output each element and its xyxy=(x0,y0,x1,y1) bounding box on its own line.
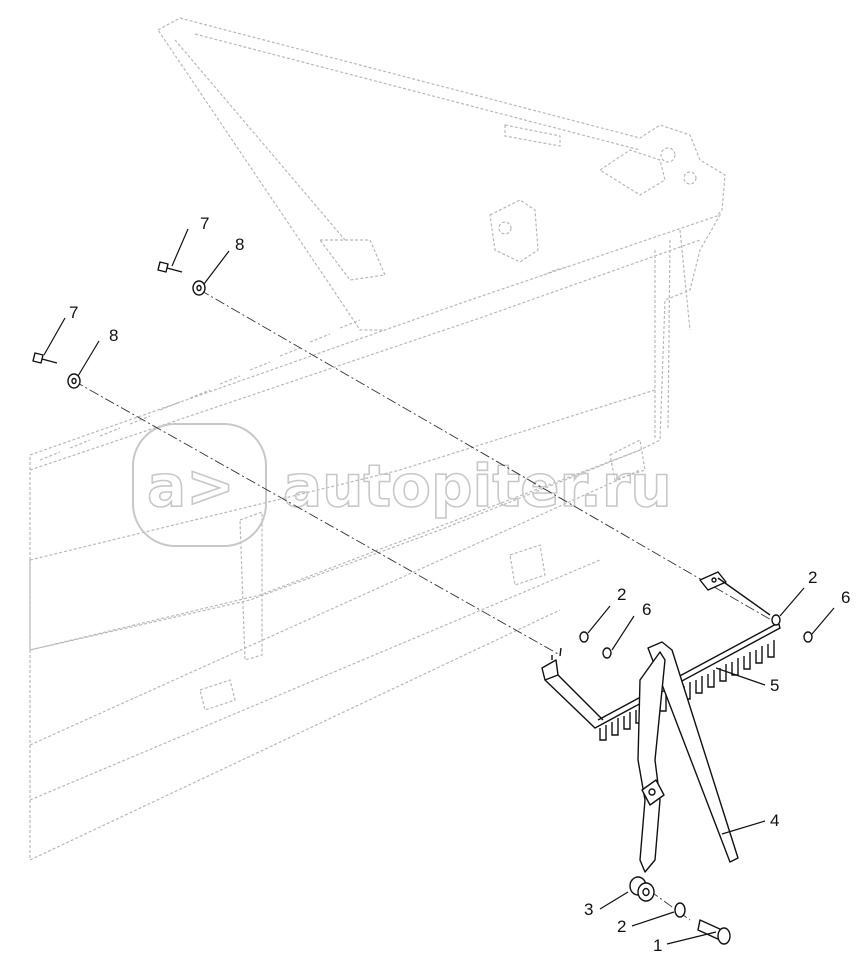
watermark-logo-text: a> xyxy=(147,452,235,520)
callout-2-bolt: 2 xyxy=(617,917,626,936)
bushing-3 xyxy=(629,876,655,902)
divider-rod-part-4 xyxy=(637,641,739,873)
callout-2-left: 2 xyxy=(617,585,626,604)
bolt-7-upper xyxy=(157,261,183,273)
header-frame-ghost xyxy=(29,17,726,861)
leader-lines xyxy=(43,228,835,945)
callout-4: 4 xyxy=(770,811,779,830)
callout-7-lower: 7 xyxy=(69,303,78,322)
washer-2-left xyxy=(579,631,589,643)
bolt-1 xyxy=(697,919,731,945)
watermark: a> autopiter.ru xyxy=(132,423,673,547)
callout-6-left: 6 xyxy=(642,600,651,619)
washer-8-lower xyxy=(67,373,81,389)
callout-8-upper: 8 xyxy=(235,235,244,254)
callout-6-right: 6 xyxy=(841,588,850,607)
washer-8-upper xyxy=(192,280,206,296)
callout-5: 5 xyxy=(770,676,779,695)
bolt-7-lower xyxy=(32,352,58,364)
nut-6-left xyxy=(602,647,612,659)
nut-6-right xyxy=(803,631,813,643)
callout-1: 1 xyxy=(653,936,662,955)
callout-labels: 7 8 7 8 2 6 2 6 5 4 3 2 1 xyxy=(69,214,850,955)
washer-2-right xyxy=(771,614,781,626)
callout-3: 3 xyxy=(584,900,593,919)
callout-2-right: 2 xyxy=(808,568,817,587)
watermark-site-text: autopiter.ru xyxy=(283,452,672,520)
washer-2-bolt xyxy=(674,902,686,918)
callout-7-upper: 7 xyxy=(200,214,209,233)
callout-8-lower: 8 xyxy=(109,326,118,345)
watermark-logo-box xyxy=(132,423,267,547)
